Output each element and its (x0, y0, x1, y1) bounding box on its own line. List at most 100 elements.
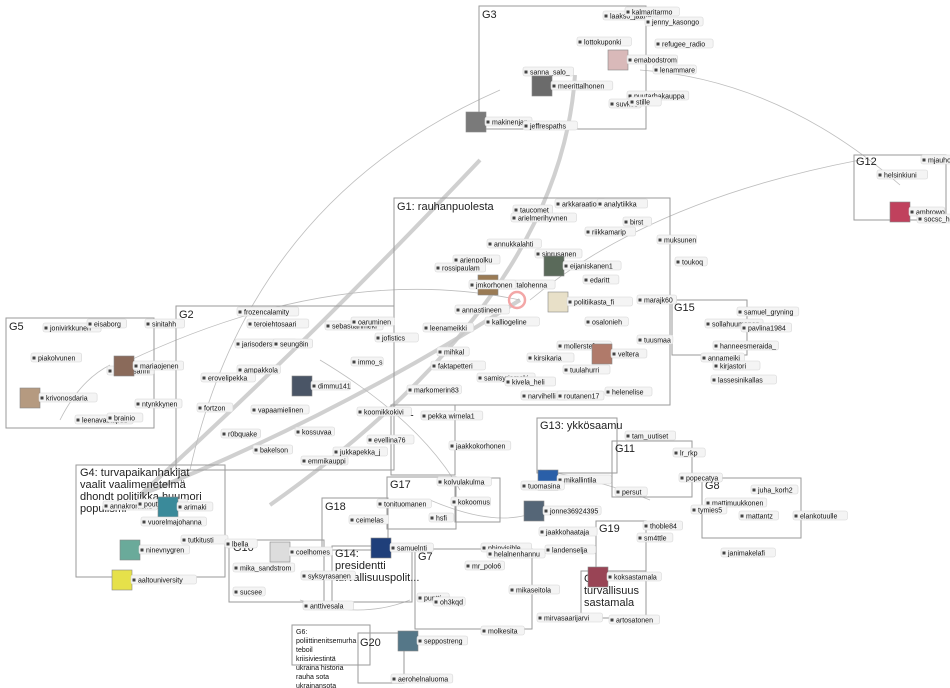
graph-node[interactable]: markomerin83 (406, 384, 462, 395)
graph-node[interactable]: tonituomanen (376, 498, 432, 509)
graph-node[interactable]: seung8in (272, 338, 313, 349)
graph-node[interactable]: lottokuponki (576, 36, 632, 47)
graph-node[interactable]: rossipaulam (434, 262, 487, 273)
graph-node[interactable]: artosatonen (608, 614, 661, 625)
graph-node[interactable]: faktapetteri (430, 360, 486, 371)
graph-node[interactable]: veltera (591, 343, 648, 365)
graph-node[interactable]: mr_polo6 (464, 560, 505, 571)
graph-node[interactable]: samuelnti (370, 537, 434, 559)
graph-node[interactable]: jaakkokorhonen (448, 440, 512, 451)
graph-node[interactable]: sucsee (232, 586, 266, 597)
graph-node[interactable]: lbella (224, 538, 258, 549)
graph-node[interactable]: lr_rkp (672, 447, 706, 458)
graph-node[interactable]: kalmaritarmo (624, 6, 680, 17)
graph-node[interactable]: kalliogeline (484, 316, 540, 327)
graph-node[interactable]: coelhomes (269, 541, 333, 563)
graph-node[interactable]: tutkitusti (180, 534, 229, 545)
graph-node[interactable]: vapaamielinen (250, 404, 310, 415)
graph-node[interactable]: tymies5 (690, 504, 728, 515)
graph-node[interactable]: hsfi (428, 512, 455, 523)
graph-node[interactable]: kirjastori (712, 360, 761, 371)
graph-node[interactable]: birst (622, 216, 652, 227)
graph-node[interactable]: analytiikka (596, 198, 649, 209)
graph-node[interactable]: samuel_gryning (736, 306, 800, 317)
graph-node[interactable]: annukkalahti (486, 238, 542, 249)
graph-node[interactable]: erovelipekka (200, 372, 256, 383)
graph-node[interactable]: muksunen (656, 234, 697, 245)
graph-node[interactable]: makinenjan (465, 111, 533, 133)
graph-node[interactable]: socsc_helsinki (916, 213, 950, 224)
graph-node[interactable]: arkkaraatio (554, 198, 607, 209)
graph-node[interactable]: meerittalhonen (531, 75, 614, 97)
graph-node[interactable]: popecatya (678, 472, 723, 483)
graph-node[interactable]: jenny_kasongo (644, 16, 704, 27)
graph-node[interactable]: sinitahh (144, 318, 185, 329)
graph-node[interactable]: koksastamala (587, 566, 662, 588)
graph-node[interactable]: jukkapekka_j (332, 446, 388, 457)
graph-node[interactable]: frozencalamity (236, 306, 300, 317)
graph-node[interactable]: vuorelmajohanna (140, 516, 207, 527)
graph-node[interactable]: teroiehtosaari (246, 318, 310, 329)
graph-node[interactable]: r0bquake (220, 428, 261, 439)
graph-node[interactable]: dimmu141 (291, 375, 351, 397)
graph-node[interactable]: marajk60 (636, 294, 677, 305)
graph-node[interactable]: routanen17 (556, 390, 605, 401)
graph-node[interactable]: molkesita (480, 625, 525, 636)
graph-node[interactable]: koomikkokivi (356, 406, 412, 417)
graph-node[interactable]: jmkorhonen (468, 279, 517, 290)
graph-node[interactable]: refugee_radio (654, 38, 714, 49)
graph-node[interactable]: mattantz (738, 510, 779, 521)
graph-node[interactable]: brainio (106, 412, 144, 423)
graph-node[interactable]: mariaojenen (113, 355, 185, 377)
graph-node[interactable]: jofistics (374, 332, 419, 343)
graph-node[interactable]: politiikasta_fi (547, 291, 633, 313)
graph-node[interactable]: leenameikki (422, 322, 475, 333)
graph-node[interactable]: edaritt (582, 274, 620, 285)
graph-node[interactable]: janimakelafi (720, 547, 776, 558)
graph-node[interactable]: narvihelli (520, 390, 569, 401)
graph-node[interactable]: kossuvaa (294, 426, 335, 437)
graph-node[interactable]: helalnenhannu (486, 548, 546, 559)
graph-node[interactable]: tuusmaa (636, 334, 674, 345)
graph-node[interactable]: kolvulakulma (436, 476, 492, 487)
graph-node[interactable]: kokoomus (450, 496, 491, 507)
graph-node[interactable]: mjauhola (920, 154, 950, 165)
graph-node[interactable]: arimaki (157, 496, 214, 518)
graph-node[interactable]: kivela_heli (504, 376, 557, 387)
graph-node[interactable]: tam_uutiset (624, 430, 677, 441)
graph-node[interactable]: jonne36924395 (523, 500, 602, 522)
graph-node[interactable]: jaakkohaataja (538, 526, 598, 537)
graph-node[interactable]: persut (614, 486, 648, 497)
graph-node[interactable]: emmikauppi (300, 455, 349, 466)
graph-node[interactable]: annastiineen (454, 304, 510, 315)
graph-node[interactable]: lassesinikallas (710, 374, 777, 385)
graph-node[interactable]: mikaseitola (508, 584, 561, 595)
graph-node[interactable]: eijaniskanen1 (543, 255, 622, 277)
graph-node[interactable]: lenammare (652, 64, 697, 75)
graph-node[interactable]: landenselja (544, 544, 597, 555)
graph-node[interactable]: hanneesmeraida_ (712, 340, 779, 351)
graph-node[interactable]: eisaborg (86, 318, 127, 329)
graph-node[interactable]: piakolvunen (30, 352, 83, 363)
graph-node[interactable]: juha_korh2 (750, 484, 799, 495)
graph-node[interactable]: thoble84 (642, 520, 683, 531)
graph-node[interactable]: ntynkkynen (134, 398, 183, 409)
graph-node[interactable]: aaltouniversity (111, 569, 197, 591)
graph-node[interactable]: toukoq (674, 256, 708, 267)
graph-node[interactable]: sm4ttle (636, 532, 674, 543)
graph-node[interactable]: tuulahurri (562, 364, 611, 375)
graph-node[interactable]: emabodstrom (607, 49, 679, 71)
graph-node[interactable]: mirvasaarijarvi (536, 612, 603, 623)
graph-node[interactable]: oh3kqd (432, 596, 466, 607)
graph-node[interactable]: seppostreng (397, 630, 469, 652)
graph-node[interactable]: bakelson (252, 444, 293, 455)
graph-node[interactable]: anttivesala (302, 600, 355, 611)
graph-node[interactable]: kirsikaria (526, 352, 575, 363)
graph-node[interactable]: elankotuulle (792, 510, 848, 521)
graph-node[interactable]: helsinkiuni (876, 169, 929, 180)
graph-node[interactable]: syksyrasanen (300, 570, 356, 581)
graph-node[interactable]: krivonosdaria (19, 387, 98, 409)
graph-node[interactable]: pavlina1984 (740, 322, 793, 333)
graph-node[interactable]: mihkal (436, 346, 470, 357)
graph-node[interactable]: tuomasina (520, 480, 565, 491)
